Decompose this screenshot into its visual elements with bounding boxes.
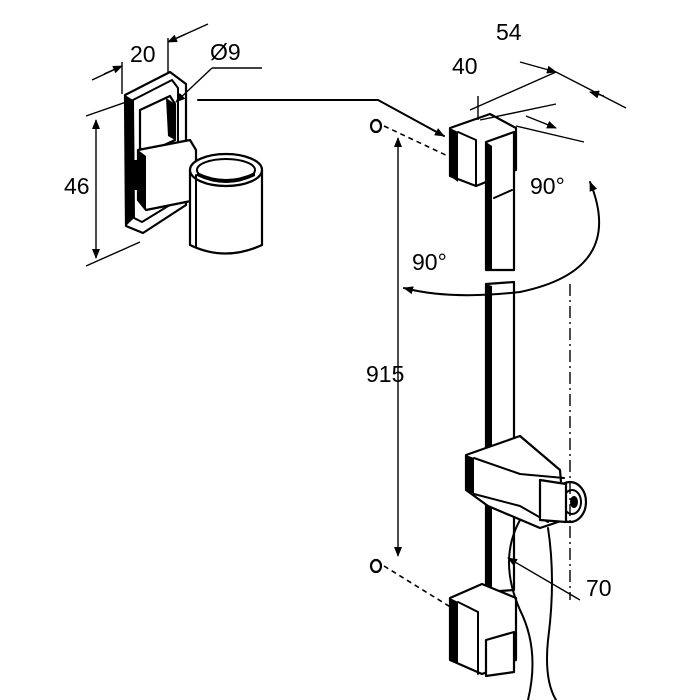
mounting-holes	[369, 118, 453, 609]
dim-bar-depth: 54	[496, 19, 522, 45]
dim-rotation-upper: 90°	[530, 173, 565, 199]
dim-hole-diameter: Ø9	[210, 39, 241, 65]
dim-bar-width: 40	[452, 53, 478, 79]
dim-bracket-depth: 20	[130, 41, 156, 67]
dim-bracket-height: 46	[64, 173, 90, 199]
slider-holder	[464, 434, 588, 530]
bracket-dimension-lines	[85, 23, 262, 267]
tilt-leader	[507, 557, 581, 601]
dim-rotation-lower: 90°	[412, 249, 447, 275]
dim-hole-spacing: 915	[366, 361, 404, 387]
rotation-arc	[403, 181, 600, 297]
wall-bracket-detail	[123, 70, 264, 255]
slide-bar	[448, 112, 518, 678]
dim-tilt-angle: 70	[586, 575, 612, 601]
bar-width-dimensions	[469, 61, 627, 143]
shower-hose	[508, 519, 534, 700]
